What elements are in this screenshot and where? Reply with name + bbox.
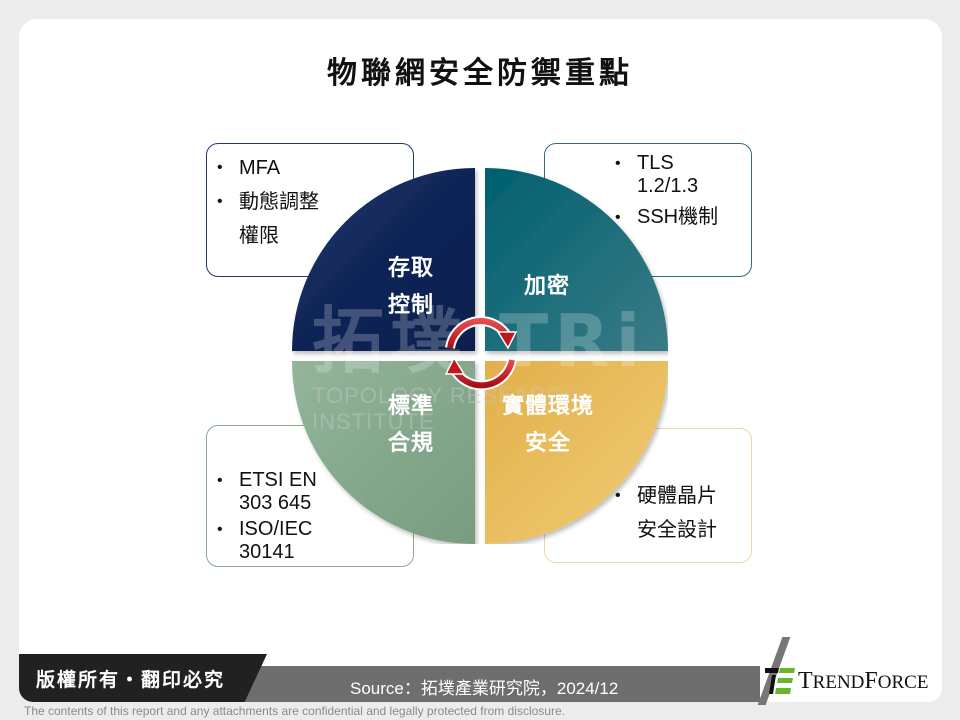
bullet-text: TLS [637, 152, 674, 174]
label-line: 加密 [523, 274, 570, 299]
label-line: 控制 [387, 293, 434, 318]
slide-card [19, 19, 942, 669]
bullet-text: SSH機制 [637, 206, 719, 228]
bullet-text: 303 645 [239, 492, 312, 514]
quadrant-label-encryption: 加密 [516, 268, 578, 305]
copyright-notice: 版權所有・翻印必究 [36, 669, 226, 691]
bullet-text: 硬體晶片 [637, 485, 717, 507]
page-title: 物聯網安全防禦重點 [327, 56, 633, 91]
logo-letter: F [864, 668, 878, 694]
source-citation: Source：拓墣產業研究院，2024/12 [350, 679, 619, 698]
label-line: 合規 [387, 431, 434, 456]
list-item: MFA [211, 151, 413, 185]
bullet-text: 動態調整 [239, 191, 319, 213]
quadrant-label-standards-compliance: 標準 合規 [380, 388, 442, 462]
trendforce-logo-text: TRENDFORCE [798, 668, 928, 695]
bullet-text: 1.2/1.3 [637, 175, 699, 197]
logo-letters: REND [812, 672, 865, 693]
label-line: 安全 [524, 431, 571, 456]
quadrant-label-access-control: 存取 控制 [380, 250, 442, 324]
footer-source-bar [243, 666, 803, 702]
label-line: 實體環境 [501, 394, 594, 419]
quadrant-access-control [292, 168, 475, 351]
quadrant-encryption [485, 168, 668, 351]
logo-letters: ORCE [877, 672, 929, 693]
bullet-text: 權限 [239, 225, 279, 247]
label-line: 標準 [387, 394, 434, 419]
footer-copyright-bar [19, 654, 267, 702]
security-quadrant-diagram [292, 168, 668, 544]
bullet-text: MFA [239, 157, 281, 179]
quadrant-physical-security [485, 361, 668, 544]
quadrant-standards-compliance [292, 361, 475, 544]
label-line: 存取 [387, 256, 434, 281]
cycle-arrows-icon [444, 316, 518, 391]
list-item: SSH機制 [609, 206, 751, 229]
bullet-text: 安全設計 [637, 519, 717, 541]
quadrant-pie [292, 168, 668, 544]
quadrant-label-physical-security: 實體環境 安全 [494, 388, 602, 462]
bullet-text: ETSI EN [239, 469, 317, 491]
logo-letter: T [798, 668, 813, 694]
bullet-text: ISO/IEC [239, 518, 313, 540]
confidentiality-disclaimer: The contents of this report and any atta… [24, 704, 565, 718]
trendforce-logo-icon [765, 668, 795, 694]
bullet-text: 30141 [239, 541, 295, 563]
